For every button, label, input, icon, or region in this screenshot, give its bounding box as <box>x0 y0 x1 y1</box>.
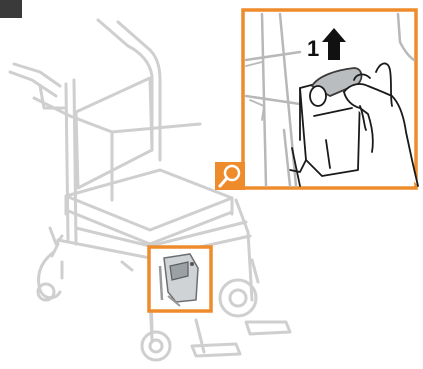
step-number: 1 <box>307 38 319 60</box>
zoom-detail-panel <box>243 10 418 188</box>
latch-highlight-box <box>149 247 211 311</box>
zoom-button[interactable] <box>215 162 245 190</box>
left-push-handle <box>98 20 128 46</box>
right-push-handle <box>118 22 150 50</box>
